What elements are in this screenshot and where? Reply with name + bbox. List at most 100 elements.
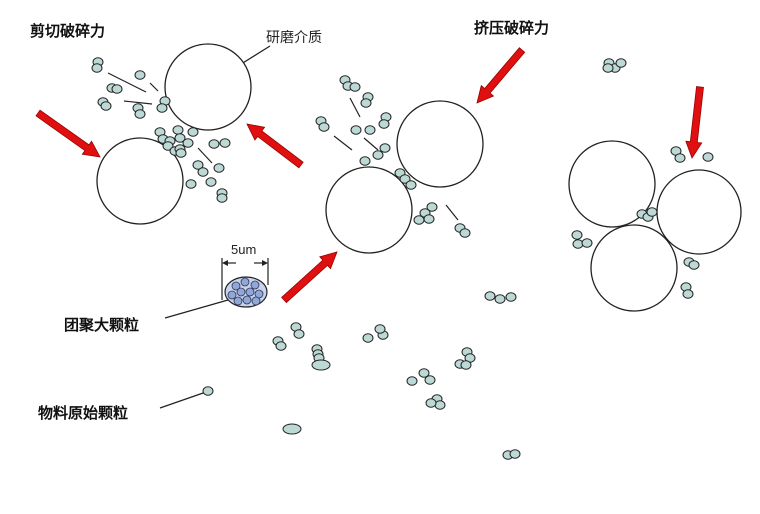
particle	[100, 101, 112, 111]
force-arrow-icon	[281, 251, 338, 304]
particle	[174, 133, 186, 143]
particle	[399, 174, 411, 184]
particle	[197, 167, 209, 177]
particle	[318, 122, 330, 132]
particle	[350, 125, 362, 135]
grinding-media	[96, 43, 742, 312]
particle	[185, 179, 197, 189]
agglomerate-subparticle	[251, 296, 261, 306]
particle	[282, 423, 302, 435]
particle	[413, 215, 425, 225]
primary-leader-line	[159, 391, 207, 409]
particle	[572, 239, 584, 249]
particle	[424, 375, 436, 385]
particle	[418, 368, 430, 378]
motion-line	[149, 82, 159, 92]
particles	[91, 57, 714, 460]
particle	[374, 324, 386, 334]
particle	[372, 150, 384, 160]
particle	[509, 449, 521, 459]
particle	[405, 180, 417, 190]
primary-particle	[202, 386, 214, 396]
particle	[182, 138, 194, 148]
particle	[162, 141, 174, 151]
particle	[216, 193, 228, 203]
scale-arrowhead-icon	[262, 260, 268, 266]
particle	[359, 156, 371, 166]
grinding-media-label: 研磨介质	[266, 29, 322, 45]
grinding-ball	[96, 137, 184, 225]
particle	[362, 333, 374, 343]
particle	[378, 119, 390, 129]
force-arrow-icon	[246, 123, 304, 169]
particle	[175, 148, 187, 158]
motion-line	[197, 147, 213, 164]
particle	[406, 376, 418, 386]
grinding-ball	[656, 169, 742, 255]
motion-line	[123, 100, 153, 105]
particle	[571, 230, 583, 240]
particle	[702, 152, 714, 162]
grinding-ball	[590, 224, 678, 312]
particle	[615, 58, 627, 68]
agglomerate-subparticle	[233, 296, 243, 306]
force-arrow-icon	[685, 86, 704, 159]
agglomerate-subparticle	[231, 281, 241, 291]
particle	[423, 214, 435, 224]
particle	[459, 228, 471, 238]
agglomerate-subparticles	[227, 277, 264, 306]
particle	[379, 143, 391, 153]
particle	[156, 103, 168, 113]
particle	[275, 341, 287, 351]
particle	[688, 260, 700, 270]
compression-force-label: 挤压破碎力	[474, 19, 549, 37]
agglomerate-subparticle	[240, 277, 250, 287]
particle	[674, 153, 686, 163]
particle	[311, 359, 331, 371]
agglomerate-leader-line	[164, 299, 229, 319]
particle	[682, 289, 694, 299]
grinding-ball	[325, 166, 413, 254]
particle	[646, 207, 658, 217]
particle	[172, 125, 184, 135]
particle	[360, 98, 372, 108]
particle	[460, 360, 472, 370]
motion-line	[349, 97, 361, 118]
agglomerate-particle	[224, 276, 268, 308]
particle	[134, 109, 146, 119]
particle	[134, 70, 146, 80]
shear-force-label: 剪切破碎力	[30, 22, 105, 40]
particle	[293, 329, 305, 339]
particle	[505, 292, 517, 302]
force-arrow-icon	[35, 109, 101, 158]
motion-line	[107, 72, 147, 93]
force-arrows	[35, 47, 704, 304]
particle	[349, 82, 361, 92]
particle	[602, 63, 614, 73]
scale-label: 5um	[231, 242, 256, 257]
leader-lines	[107, 45, 459, 409]
scale-arrowhead-icon	[222, 260, 228, 266]
particle	[205, 177, 217, 187]
agglomerate-subparticle	[245, 287, 255, 297]
agglomerate-subparticle	[242, 295, 252, 305]
particle	[91, 63, 103, 73]
agglomerate-subparticle	[227, 290, 237, 300]
grinding-ball	[164, 43, 252, 131]
force-arrow-icon	[476, 47, 526, 104]
particle	[187, 127, 199, 137]
motion-line	[333, 135, 353, 151]
agglomerate-label: 团聚大颗粒	[64, 316, 139, 334]
motion-line	[445, 204, 459, 221]
motion-line	[363, 137, 379, 151]
particle	[208, 139, 220, 149]
grinding-ball	[396, 100, 484, 188]
particle	[426, 202, 438, 212]
particle	[219, 138, 231, 148]
particle	[364, 125, 376, 135]
primary-particle-label: 物料原始颗粒	[38, 404, 128, 422]
agglomerate-subparticle	[250, 280, 260, 290]
particle	[484, 291, 496, 301]
